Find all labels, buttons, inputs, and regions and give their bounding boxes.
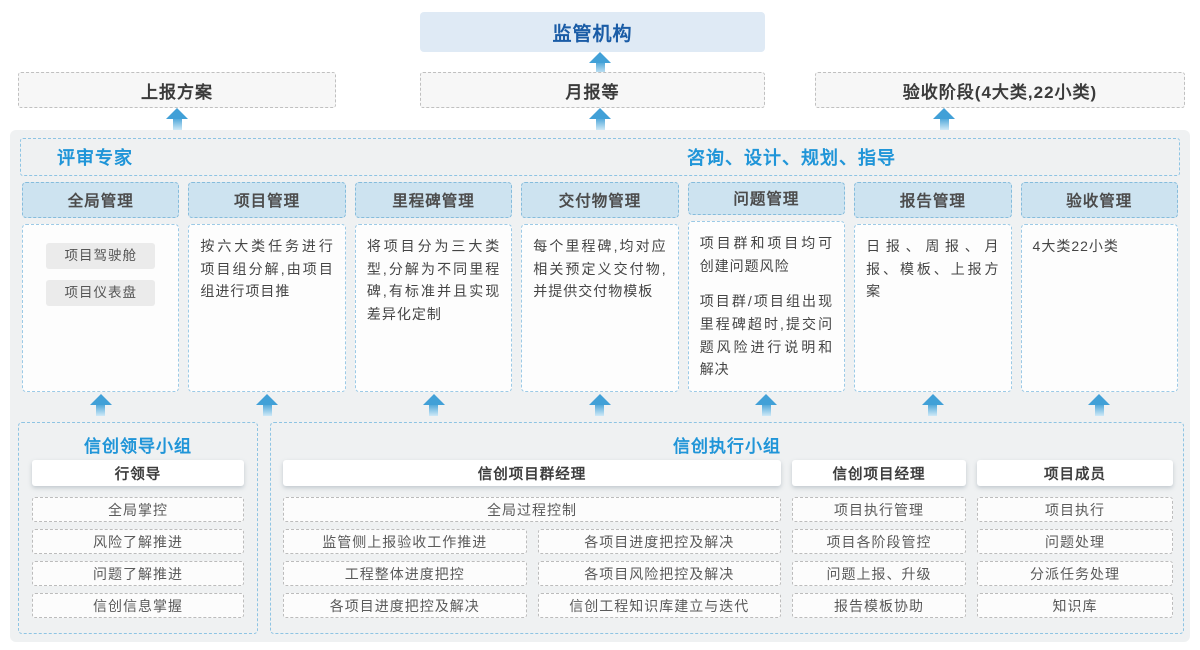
execution-items-row: 监管侧上报验收工作推进 各项目进度把控及解决 项目各阶段管控 问题处理: [271, 529, 1183, 554]
column-acceptance-management: 验收管理 4大类22小类: [1020, 182, 1178, 392]
list-item: 工程整体进度把控: [283, 561, 527, 586]
management-columns: 全局管理 项目驾驶舱 项目仪表盘 项目管理 按六大类任务进行项目组分解,由项目组…: [22, 182, 1178, 392]
consulting-design-label: 咨询、设计、规划、指导: [687, 148, 896, 168]
list-item: 问题了解推进: [32, 561, 244, 586]
list-item: 分派任务处理: [977, 561, 1173, 586]
column-header: 全局管理: [22, 182, 180, 218]
role-bank-leadership: 行领导: [32, 460, 244, 486]
arrow-up-icon: [933, 108, 955, 130]
execution-group-title: 信创执行小组: [673, 436, 781, 456]
main-platform-panel: 评审专家 咨询、设计、规划、指导 全局管理 项目驾驶舱 项目仪表盘 项目管理 按…: [10, 130, 1190, 642]
column-body: 将项目分为三大类型,分解为不同里程碑,有标准并且实现差异化定制: [354, 224, 513, 392]
program-manager-split: 监管侧上报验收工作推进 各项目进度把控及解决: [283, 529, 781, 554]
column-text: 按六大类任务进行项目组分解,由项目组进行项目推: [200, 238, 334, 300]
column-issue-management: 问题管理 项目群和项目均可创建问题风险 项目群/项目组出现里程碑超时,提交问题风…: [687, 182, 846, 392]
list-item: 知识库: [977, 593, 1173, 618]
column-body: 日报、周报、月报、模板、上报方案: [854, 224, 1012, 392]
column-header: 问题管理: [687, 182, 846, 215]
column-body: 4大类22小类: [1020, 224, 1178, 392]
arrow-up-icon: [89, 394, 112, 418]
column-body: 项目群和项目均可创建问题风险 项目群/项目组出现里程碑超时,提交问题风险进行说明…: [687, 220, 846, 392]
arrow-stem: [172, 119, 182, 130]
column-body: 按六大类任务进行项目组分解,由项目组进行项目推: [188, 224, 346, 392]
column-body: 每个里程碑,均对应相关预定义交付物,并提供交付物模板: [521, 224, 679, 392]
execution-group: 信创执行小组 信创项目群经理 信创项目经理 项目成员 全局过程控制 项目执行管理…: [270, 422, 1184, 634]
execution-items-row: 各项目进度把控及解决 信创工程知识库建立与迭代 报告模板协助 知识库: [271, 593, 1183, 618]
leadership-group-body: 行领导 全局掌控 风险了解推进 问题了解推进 信创信息掌握: [19, 460, 257, 618]
arrow-stem: [595, 63, 605, 74]
top-box-acceptance-stage: 验收阶段(4大类,22小类): [815, 72, 1185, 108]
arrow-stem: [595, 119, 605, 130]
list-item: 风险了解推进: [32, 529, 244, 554]
column-header: 里程碑管理: [354, 182, 513, 218]
list-item: 项目各阶段管控: [792, 529, 966, 554]
column-text: 项目群和项目均可创建问题风险: [699, 234, 834, 274]
regulator-box: 监管机构: [420, 12, 765, 52]
arrow-up-icon: [921, 394, 944, 418]
column-text: 日报、周报、月报、模板、上报方案: [866, 238, 1000, 300]
column-arrows-row: [22, 394, 1178, 418]
arrow-head: [589, 52, 611, 63]
list-item: 问题上报、升级: [792, 561, 966, 586]
execution-items-row: 全局过程控制 项目执行管理 项目执行: [271, 497, 1183, 522]
role-project-manager: 信创项目经理: [792, 460, 966, 486]
column-header: 项目管理: [188, 182, 346, 218]
list-item: 信创信息掌握: [32, 593, 244, 618]
arrow-stem: [939, 119, 949, 130]
list-item: 各项目风险把控及解决: [537, 561, 781, 586]
execution-role-headers: 信创项目群经理 信创项目经理 项目成员: [271, 460, 1183, 486]
column-body: 项目驾驶舱 项目仪表盘: [22, 224, 180, 392]
arrow-up-icon: [588, 394, 611, 418]
top-box-report-plan: 上报方案: [18, 72, 336, 108]
leadership-group: 信创领导小组 行领导 全局掌控 风险了解推进 问题了解推进 信创信息掌握: [18, 422, 258, 634]
list-item: 项目执行管理: [792, 497, 966, 522]
review-experts-label: 评审专家: [57, 148, 133, 168]
arrow-up-icon: [589, 52, 611, 74]
role-project-member: 项目成员: [977, 460, 1173, 486]
arrow-head: [166, 108, 188, 119]
arrow-head: [589, 108, 611, 119]
chip-project-dashboard: 项目仪表盘: [46, 280, 156, 306]
top-box-monthly-report: 月报等: [420, 72, 765, 108]
column-header: 交付物管理: [521, 182, 679, 218]
advisors-strip: 评审专家 咨询、设计、规划、指导: [20, 138, 1180, 176]
column-header: 验收管理: [1020, 182, 1178, 218]
column-text: 4大类22小类: [1032, 238, 1119, 254]
list-item: 各项目进度把控及解决: [537, 529, 781, 554]
list-item: 全局过程控制: [283, 497, 781, 522]
program-manager-split: 工程整体进度把控 各项目风险把控及解决: [283, 561, 781, 586]
arrow-up-icon: [755, 394, 778, 418]
program-manager-split: 各项目进度把控及解决 信创工程知识库建立与迭代: [283, 593, 781, 618]
arrow-up-icon: [1088, 394, 1111, 418]
arrow-up-icon: [422, 394, 445, 418]
arrow-head: [933, 108, 955, 119]
column-text: 将项目分为三大类型,分解为不同里程碑,有标准并且实现差异化定制: [366, 238, 501, 323]
column-project-management: 项目管理 按六大类任务进行项目组分解,由项目组进行项目推: [188, 182, 346, 392]
column-header: 报告管理: [854, 182, 1012, 218]
column-global-management: 全局管理 项目驾驶舱 项目仪表盘: [22, 182, 180, 392]
list-item: 项目执行: [977, 497, 1173, 522]
list-item: 信创工程知识库建立与迭代: [537, 593, 781, 618]
column-milestone-management: 里程碑管理 将项目分为三大类型,分解为不同里程碑,有标准并且实现差异化定制: [354, 182, 513, 392]
list-item: 各项目进度把控及解决: [283, 593, 527, 618]
list-item: 报告模板协助: [792, 593, 966, 618]
role-program-manager: 信创项目群经理: [283, 460, 781, 486]
list-item: 全局掌控: [32, 497, 244, 522]
arrow-up-icon: [166, 108, 188, 130]
chip-project-cockpit: 项目驾驶舱: [46, 243, 156, 269]
column-report-management: 报告管理 日报、周报、月报、模板、上报方案: [854, 182, 1012, 392]
arrow-up-icon: [256, 394, 279, 418]
list-item: 问题处理: [977, 529, 1173, 554]
leadership-group-title: 信创领导小组: [84, 436, 192, 456]
column-deliverable-management: 交付物管理 每个里程碑,均对应相关预定义交付物,并提供交付物模板: [521, 182, 679, 392]
arrow-up-icon: [589, 108, 611, 130]
execution-items-row: 工程整体进度把控 各项目风险把控及解决 问题上报、升级 分派任务处理: [271, 561, 1183, 586]
list-item: 监管侧上报验收工作推进: [283, 529, 527, 554]
column-text: 项目群/项目组出现里程碑超时,提交问题风险进行说明和解决: [699, 293, 834, 378]
column-text: 每个里程碑,均对应相关预定义交付物,并提供交付物模板: [533, 238, 667, 300]
